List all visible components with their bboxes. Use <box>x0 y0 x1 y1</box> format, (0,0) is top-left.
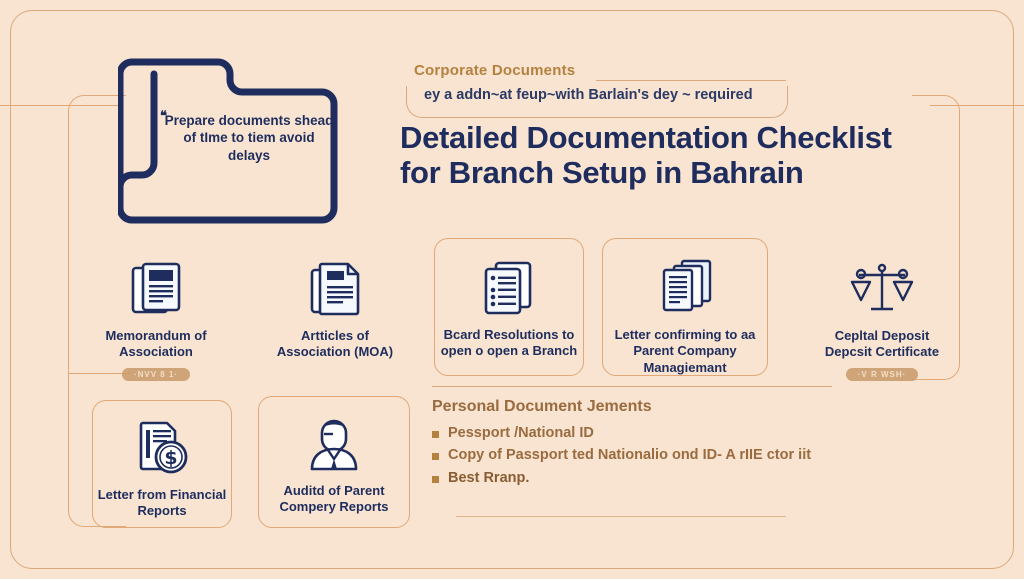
folder-note-text: Prepare documents shead of tIme to tiem … <box>164 113 334 163</box>
checklist-document-icon <box>435 247 583 319</box>
card-articles-of-association[interactable]: Artticles of Association (MOA) <box>270 248 400 361</box>
personal-panel-underline <box>456 516 786 517</box>
balance-scales-icon <box>812 248 952 320</box>
card-financial-reports-letter[interactable]: $ Letter from Financial Reports <box>92 400 232 528</box>
card-label: Letter confirming to aa Parent Company M… <box>614 327 756 375</box>
folder-illustration: ❝ Prepare documents shead of tIme to tie… <box>118 40 348 235</box>
header-block: Corporate Documents ey a addn~at feup~wi… <box>400 62 920 190</box>
bullet-square-icon <box>432 453 439 461</box>
subtitle-bracket <box>406 86 788 118</box>
list-item-label: Pessport /National ID <box>448 425 594 441</box>
financial-document-dollar-icon: $ <box>93 407 231 479</box>
page-title-line-2: for Branch Setup in Bahrain <box>400 154 804 190</box>
status-badge: ·V R WSH· <box>845 367 919 381</box>
document-lines-icon <box>98 248 214 320</box>
eyebrow-rule <box>596 80 786 81</box>
card-memorandum-of-association[interactable]: Memorandum of Association ·NVV 8 1· <box>98 248 214 382</box>
personal-documents-title: Personal Document Jements <box>432 398 652 415</box>
bullet-square-icon <box>432 431 439 438</box>
eyebrow-label: Corporate Documents <box>414 62 576 79</box>
page-title-line-1: Detailed Documentation Checklist <box>400 120 892 155</box>
card-parent-company-letter[interactable]: Letter confirming to aa Parent Company M… <box>602 238 768 376</box>
card-label: Memorandum of Association <box>105 328 207 360</box>
header-subtitle: ey a addn~at feup~with Barlain's dey ~ r… <box>424 87 753 103</box>
list-item: Pessport /National ID <box>432 425 852 442</box>
status-badge: ·NVV 8 1· <box>121 367 191 381</box>
card-label: Auditd of Parent Compery Reports <box>279 483 389 515</box>
card-label: Cepltal Deposit Depcsit Certificate <box>824 328 940 360</box>
connector-spine-right <box>930 105 1024 106</box>
personal-panel-rule <box>432 386 832 387</box>
list-item-label: Copy of Passport ted Nationalio ond ID- … <box>448 447 812 464</box>
business-person-icon <box>259 403 409 475</box>
card-capital-deposit-certificate[interactable]: Cepltal Deposit Depcsit Certificate ·V R… <box>812 248 952 382</box>
list-item: Best Rranp. <box>432 470 852 487</box>
card-label: Letter from Financial Reports <box>97 487 227 519</box>
list-item: Copy of Passport ted Nationalio ond ID- … <box>432 447 852 464</box>
personal-documents-panel: Personal Document Jements Pessport /Nati… <box>432 386 852 517</box>
svg-text:$: $ <box>164 447 177 469</box>
page-title: Detailed Documentation Checklist for Bra… <box>400 120 920 190</box>
list-item-label: Best Rranp. <box>448 469 530 486</box>
card-label: Artticles of Association (MOA) <box>276 328 394 360</box>
card-label: Bcard Resolutions to open o open a Branc… <box>440 327 578 359</box>
card-audited-parent-company-reports[interactable]: Auditd of Parent Compery Reports <box>258 396 410 528</box>
connector-spine-left <box>0 105 120 106</box>
document-stack-icon <box>270 248 400 320</box>
folder-outline-icon <box>118 58 338 224</box>
bullet-square-icon <box>432 475 439 483</box>
quote-mark-icon: ❝ <box>160 108 167 123</box>
card-board-resolutions[interactable]: Bcard Resolutions to open o open a Branc… <box>434 238 584 376</box>
multi-document-icon <box>603 247 767 319</box>
